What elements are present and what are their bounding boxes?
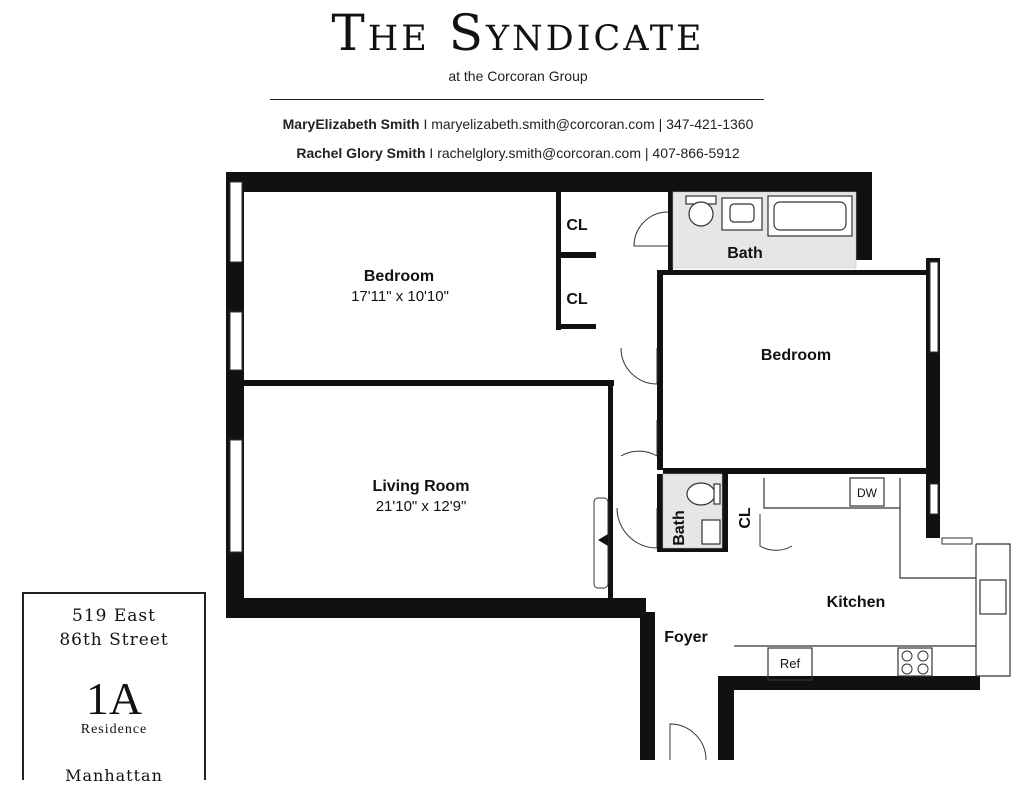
unit-type: Residence xyxy=(80,722,148,737)
stove-burners xyxy=(901,650,929,675)
unit-number: 1A xyxy=(85,673,143,724)
window xyxy=(929,261,939,353)
wall-bath2-left xyxy=(657,474,663,552)
sink xyxy=(701,519,721,545)
burner xyxy=(917,663,929,675)
contact-name: MaryElizabeth Smith xyxy=(282,116,420,132)
window xyxy=(929,483,939,515)
door-bath1 xyxy=(633,211,669,247)
windows xyxy=(229,181,973,553)
burner xyxy=(901,663,913,675)
door-entry xyxy=(669,723,707,761)
entry-marker xyxy=(598,534,608,546)
wall-bedroom2-top xyxy=(657,270,927,275)
contact-phone: 347-421-1360 xyxy=(666,116,754,132)
bedroom2-label: Bedroom xyxy=(761,347,831,364)
stove xyxy=(897,647,933,677)
wall-bath2-bottom xyxy=(663,548,728,552)
wall-foyer-left xyxy=(640,612,655,760)
wall-top xyxy=(226,172,872,192)
door-bedroom2 xyxy=(620,420,658,457)
toilet-bowl xyxy=(686,482,716,506)
brand-subtitle: at the Corcoran Group xyxy=(448,68,588,84)
sink-basin xyxy=(729,203,755,223)
contact-email: maryelizabeth.smith@corcoran.com xyxy=(431,116,655,132)
refrigerator xyxy=(767,647,813,681)
address-line-2: 86th Street xyxy=(59,630,169,650)
bath2-fixtures xyxy=(686,482,721,545)
address-box: 519 East 86th Street 1A Residence Manhat… xyxy=(22,592,206,785)
wall-closets-bottom xyxy=(556,324,596,329)
burner xyxy=(901,650,913,662)
bathtub-basin xyxy=(773,201,847,231)
bath1-fixtures xyxy=(685,195,853,237)
door-closet3 xyxy=(759,514,793,551)
wall-bedroom2-bottom xyxy=(663,468,927,474)
wall-kitchen-bottom xyxy=(718,676,980,690)
living-room-size: 21'10" x 12'9" xyxy=(376,498,467,515)
foyer-label: Foyer xyxy=(664,629,708,646)
living-room-label: Living Room xyxy=(373,478,470,495)
wall-bath-right xyxy=(856,172,872,260)
wall-bath2-right xyxy=(722,474,728,552)
dishwasher xyxy=(849,477,885,507)
window xyxy=(941,537,973,545)
dishwasher-label: DW xyxy=(857,486,878,500)
address-line-1: 519 East xyxy=(72,606,156,626)
toilet-tank xyxy=(713,483,721,505)
wall-bottom-left xyxy=(226,598,646,618)
refrigerator-label: Ref xyxy=(780,656,801,671)
burner xyxy=(917,650,929,662)
window xyxy=(229,311,243,371)
wall-bed-living xyxy=(244,380,614,386)
closet3-label: CL xyxy=(737,507,754,529)
wall-foyer-right xyxy=(718,676,734,760)
door-bedroom1 xyxy=(620,347,658,385)
wall-closets-left xyxy=(556,192,561,330)
header-divider xyxy=(270,99,764,100)
toilet-bowl xyxy=(688,201,714,227)
wall-living-hall xyxy=(608,386,613,612)
bath1-label: Bath xyxy=(727,245,763,262)
closet1-label: CL xyxy=(566,217,588,234)
door-bath2 xyxy=(616,507,658,549)
window xyxy=(229,439,243,553)
kitchen-lines xyxy=(734,477,1011,681)
contact-line-2: Rachel Glory Smith I rachelglory.smith@c… xyxy=(296,145,740,161)
wall-bedroom2-left xyxy=(657,270,663,470)
city-label: Manhattan xyxy=(24,766,204,785)
bedroom1-label: Bedroom xyxy=(364,268,434,285)
bedroom1-size: 17'11" x 10'10" xyxy=(351,288,449,305)
exterior-walls xyxy=(226,172,980,760)
closet2-label: CL xyxy=(566,291,588,308)
kitchen-sink xyxy=(979,579,1007,615)
contact-email: rachelglory.smith@corcoran.com xyxy=(437,145,641,161)
kitchen-bay xyxy=(976,543,1011,677)
contact-phone: 407-866-5912 xyxy=(652,145,740,161)
contact-name: Rachel Glory Smith xyxy=(296,145,426,161)
address: 519 East 86th Street xyxy=(24,604,204,652)
interior-walls xyxy=(244,192,927,612)
bath2-label: Bath xyxy=(671,510,688,546)
contact-line-1: MaryElizabeth Smith I maryelizabeth.smit… xyxy=(282,116,754,132)
wall-bath-left xyxy=(668,192,673,272)
kitchen-label: Kitchen xyxy=(827,594,886,611)
wall-closets-mid xyxy=(556,252,596,258)
doors xyxy=(593,211,793,761)
brand-title: The Syndicate xyxy=(331,4,705,62)
window xyxy=(229,181,243,263)
